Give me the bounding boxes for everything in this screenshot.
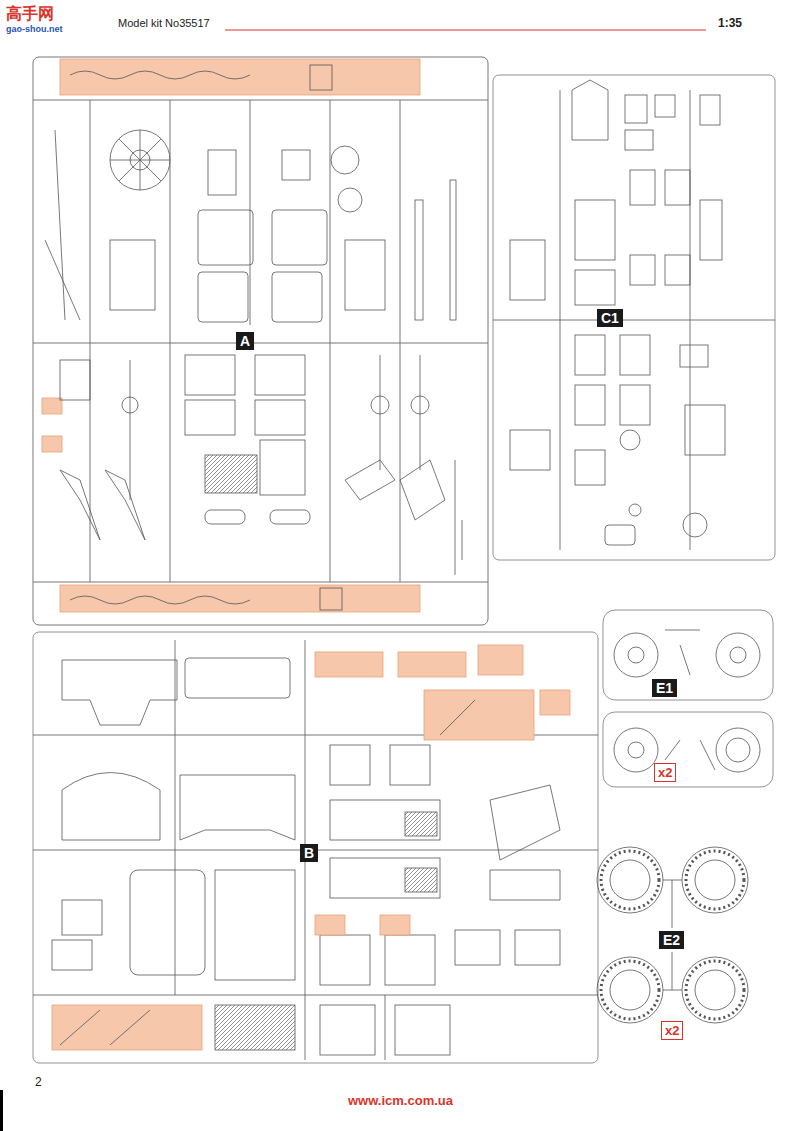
node-text: B xyxy=(304,845,314,861)
page-number: 2 xyxy=(35,1075,42,1089)
page-title: Model kit No35517 xyxy=(118,17,210,29)
scale-label: 1:35 xyxy=(718,16,742,30)
node-text: E2 xyxy=(663,932,680,948)
sprue-letter: C1 xyxy=(597,309,623,327)
sprue-letter: E2 xyxy=(659,931,684,949)
quantity-box: x2 xyxy=(661,1021,683,1040)
watermark: gao-shou.net xyxy=(6,24,63,34)
website-url: www.icm.com.ua xyxy=(348,1093,453,1108)
sprue-letter: E1 xyxy=(652,679,677,697)
quantity-box: x2 xyxy=(654,763,676,782)
node-text: A xyxy=(240,333,250,349)
node-text: C1 xyxy=(601,310,619,326)
sprue-letter: B xyxy=(300,844,318,862)
node-text: x2 xyxy=(658,765,672,780)
sprue-letter: A xyxy=(236,332,254,350)
node-text: x2 xyxy=(665,1023,679,1038)
node-text: E1 xyxy=(656,680,673,696)
watermark: 高手网 xyxy=(6,4,54,25)
